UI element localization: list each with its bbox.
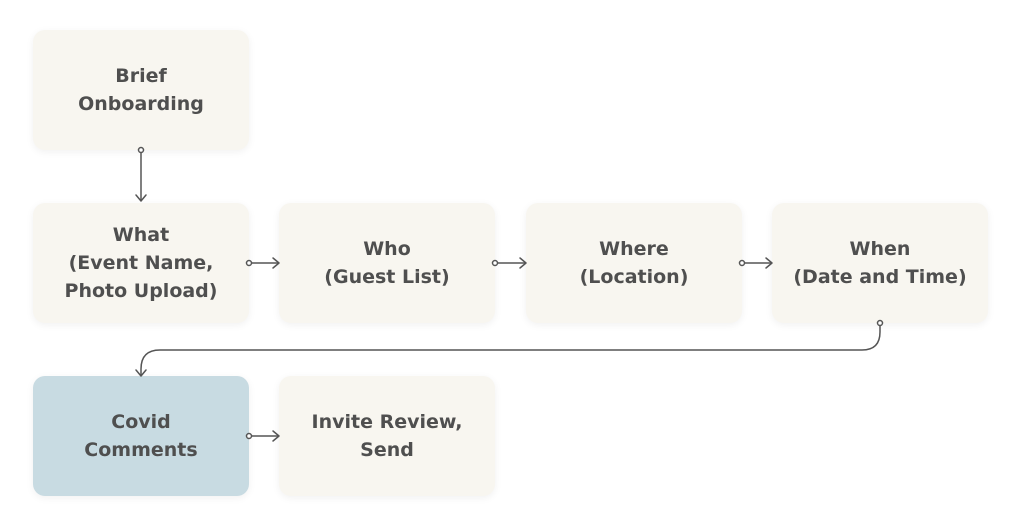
node-what: What (Event Name, Photo Upload) [33,203,249,323]
node-invite-review-send: Invite Review, Send [279,376,495,496]
connector-where-to-when [738,257,773,269]
node-when: When (Date and Time) [772,203,988,323]
connector-onboarding-to-what [135,146,147,202]
node-brief-onboarding: Brief Onboarding [33,30,249,150]
connector-what-to-who [245,257,280,269]
connector-when-to-covid [135,319,884,377]
connector-who-to-where [491,257,527,269]
node-where: Where (Location) [526,203,742,323]
node-who: Who (Guest List) [279,203,495,323]
connector-covid-to-invite [245,430,280,442]
node-covid-comments: Covid Comments [33,376,249,496]
